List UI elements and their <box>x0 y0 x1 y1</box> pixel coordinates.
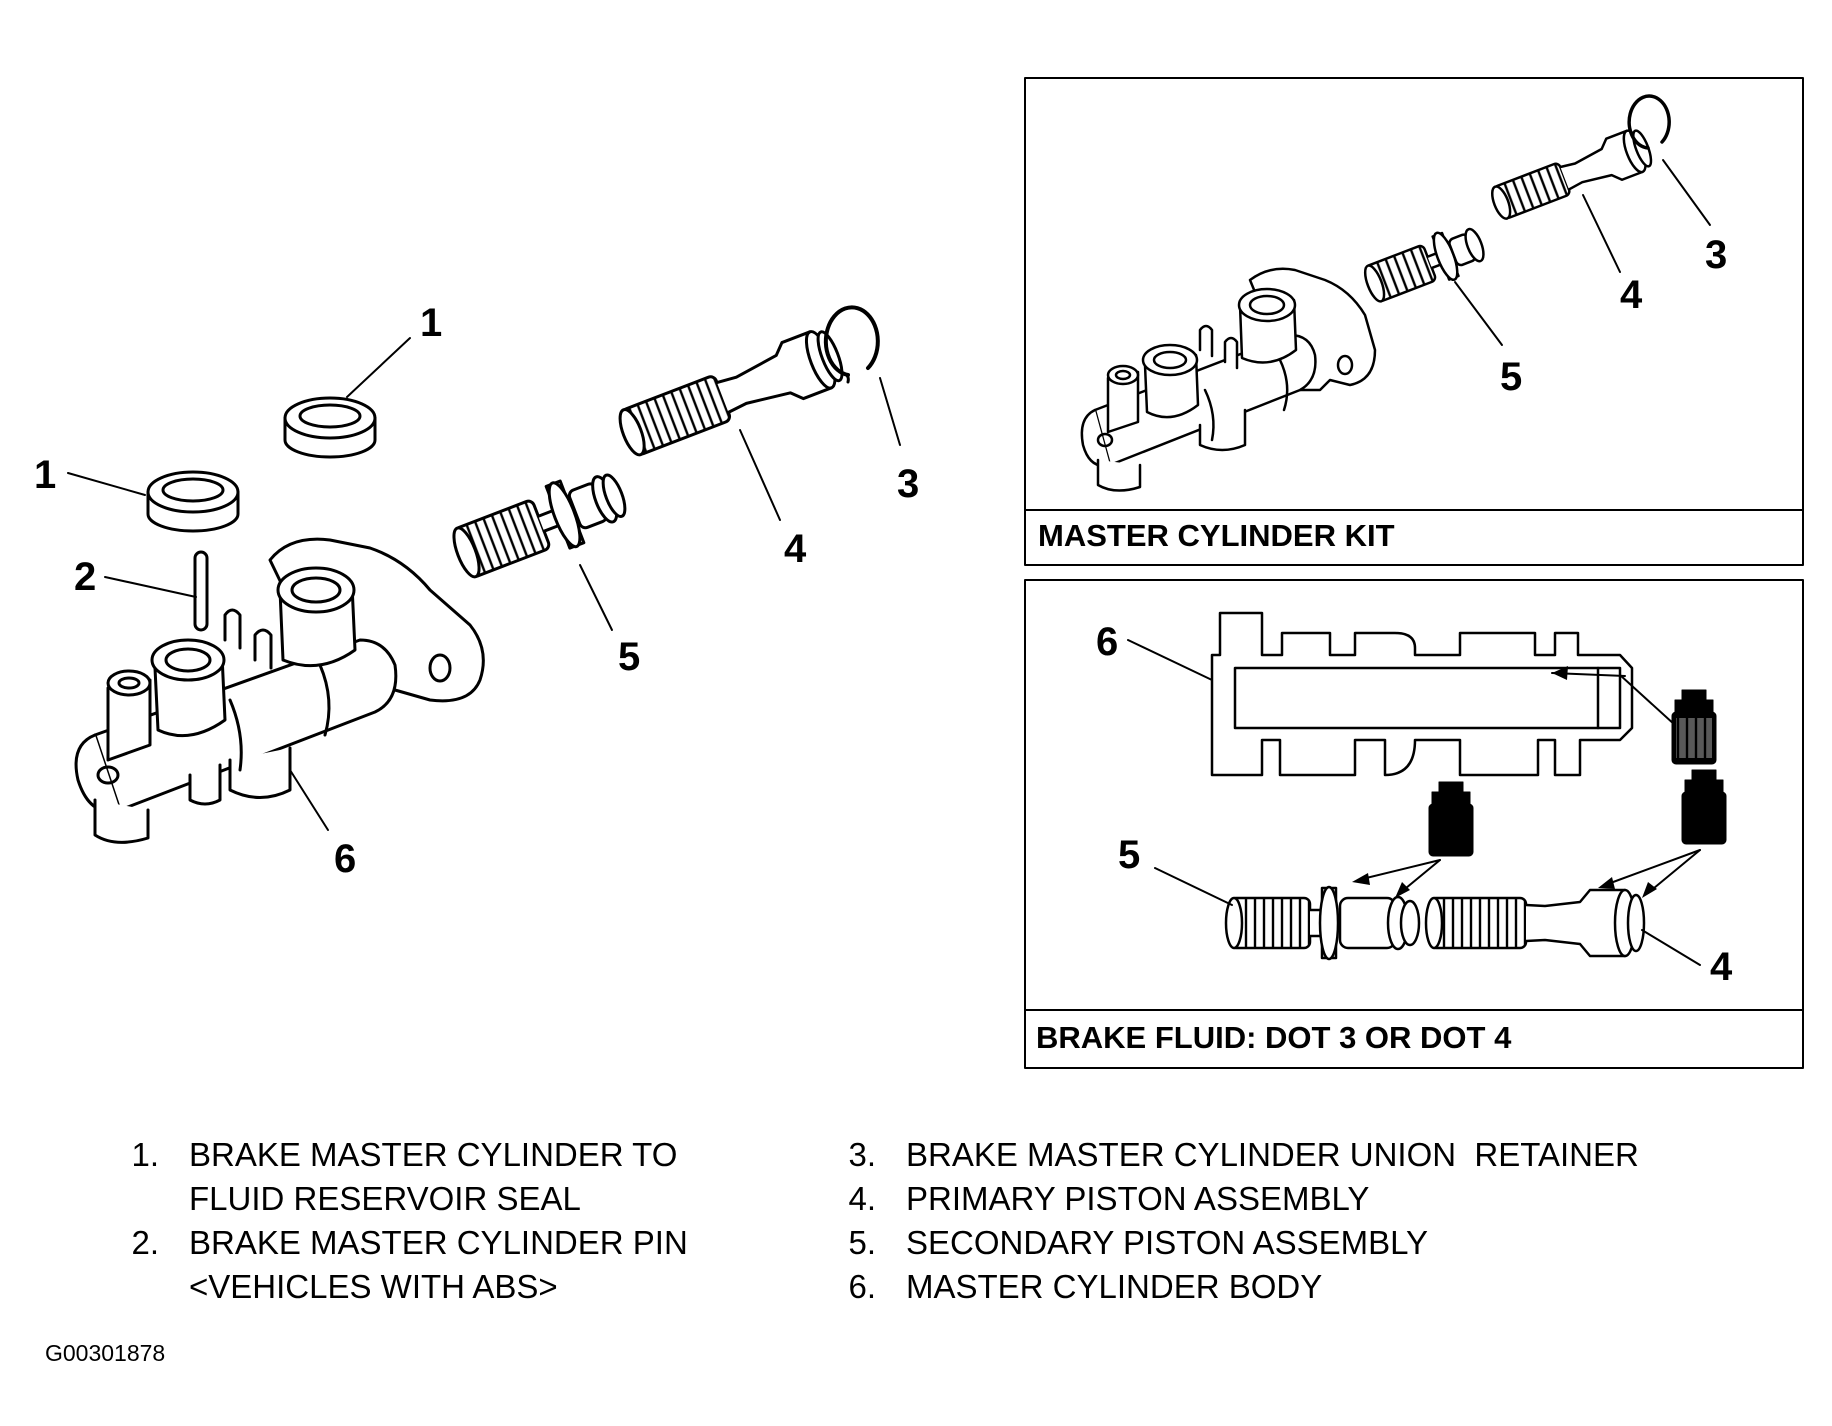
callout-kit-3: 3 <box>1705 233 1727 277</box>
callout-fluid-6: 6 <box>1096 620 1118 664</box>
callout-main-3: 3 <box>897 462 919 506</box>
callout-main-5: 5 <box>618 635 640 679</box>
cylinder-cross-section <box>1210 611 1634 777</box>
callout-main-6: 6 <box>334 837 356 881</box>
union-retainer <box>823 305 880 384</box>
master-cylinder-pin <box>193 550 209 632</box>
brake-fluid-bottle-icon <box>1671 689 1717 765</box>
legend-number: 3. <box>848 1136 876 1173</box>
legend-item: 3. BRAKE MASTER CYLINDER UNION RETAINER <box>812 1133 1639 1177</box>
callout-main-2: 2 <box>74 555 96 599</box>
legend-number: 5. <box>848 1224 876 1261</box>
fluid-primary-piston <box>1424 888 1646 958</box>
reservoir-seal-upper <box>283 396 377 459</box>
fluid-panel-caption: BRAKE FLUID: DOT 3 OR DOT 4 <box>1036 1020 1512 1055</box>
legend-item: 2. BRAKE MASTER CYLINDER PIN<VEHICLES WI… <box>95 1221 688 1309</box>
kit-union-retainer <box>1627 94 1671 150</box>
master-cylinder-kit-panel <box>1024 77 1804 566</box>
callout-kit-5: 5 <box>1500 355 1522 399</box>
legend-text: SECONDARY PISTON ASSEMBLY <box>906 1224 1429 1261</box>
callout-main-4: 4 <box>784 527 807 571</box>
legend-text: BRAKE MASTER CYLINDER PIN<VEHICLES WITH … <box>189 1224 688 1305</box>
legend-item: 6. MASTER CYLINDER BODY <box>812 1265 1639 1309</box>
kit-panel-caption: MASTER CYLINDER KIT <box>1038 518 1395 553</box>
brake-fluid-bottle-icon <box>1681 769 1727 845</box>
primary-piston-assembly <box>618 330 844 457</box>
callout-fluid-4: 4 <box>1710 945 1733 989</box>
legend-text: PRIMARY PISTON ASSEMBLY <box>906 1180 1370 1217</box>
kit-cylinder-body <box>1080 267 1377 492</box>
figure-id: G00301878 <box>45 1340 166 1366</box>
callout-main-1-upper: 1 <box>420 301 442 345</box>
legend-item: 5. SECONDARY PISTON ASSEMBLY <box>812 1221 1639 1265</box>
kit-primary-piston <box>1491 129 1653 220</box>
legend-number: 2. <box>131 1224 159 1261</box>
callout-kit-4: 4 <box>1620 273 1643 317</box>
kit-secondary-piston <box>1363 227 1485 303</box>
fluid-secondary-piston <box>1224 885 1421 961</box>
master-cylinder-body <box>74 537 485 844</box>
legend-number: 1. <box>131 1136 159 1173</box>
brake-fluid-panel <box>1024 579 1804 1069</box>
legend-number: 6. <box>848 1268 876 1305</box>
brake-fluid-bottle-icon <box>1428 781 1474 857</box>
legend-text: BRAKE MASTER CYLINDER UNION RETAINER <box>906 1136 1639 1173</box>
legend-text: MASTER CYLINDER BODY <box>906 1268 1323 1305</box>
callout-fluid-5: 5 <box>1118 833 1140 877</box>
reservoir-seal-lower <box>146 470 240 533</box>
callout-main-1-lower: 1 <box>34 453 56 497</box>
secondary-piston-assembly <box>452 473 627 579</box>
legend-number: 4. <box>848 1180 876 1217</box>
legend-column-right: 3. BRAKE MASTER CYLINDER UNION RETAINER … <box>812 1133 1639 1309</box>
legend-item: 4. PRIMARY PISTON ASSEMBLY <box>812 1177 1639 1221</box>
